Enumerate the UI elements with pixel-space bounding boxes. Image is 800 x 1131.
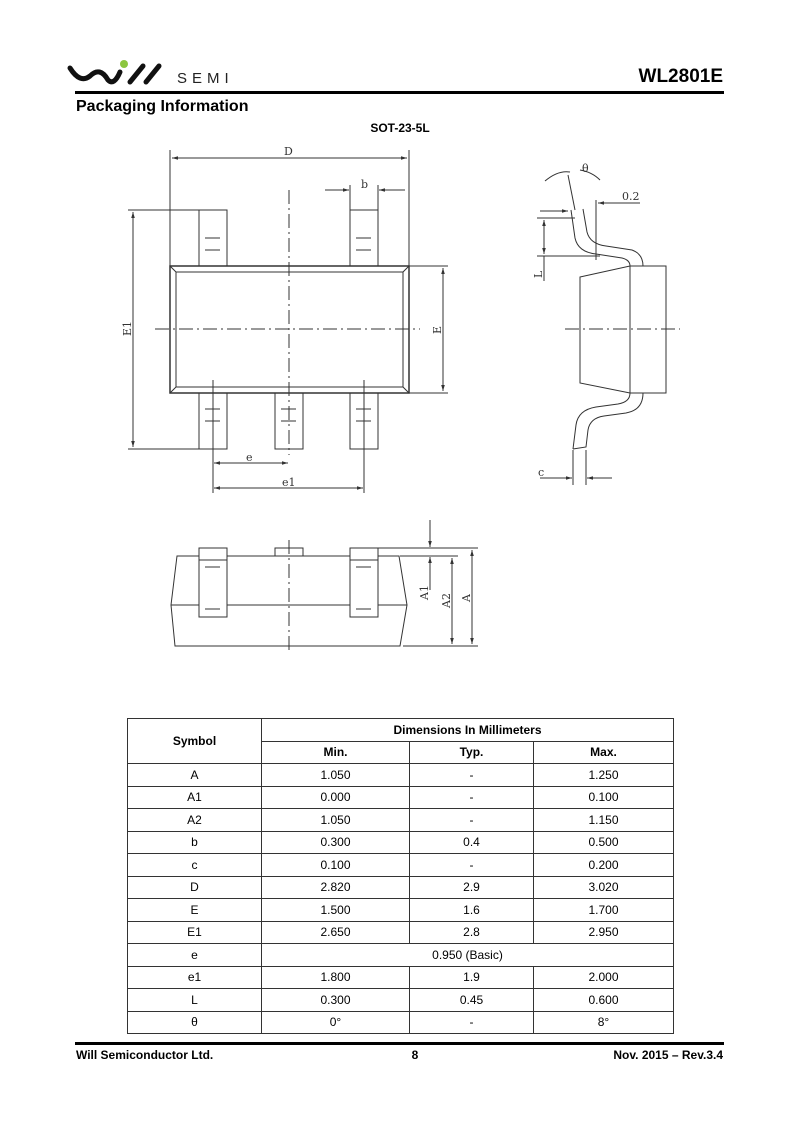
package-name: SOT-23-5L xyxy=(370,121,430,135)
cell-typ: - xyxy=(409,853,534,877)
footer-company: Will Semiconductor Ltd. xyxy=(76,1048,214,1062)
cell-min: 1.800 xyxy=(261,965,410,989)
label-A1: A1 xyxy=(418,585,431,601)
cell-symbol: A2 xyxy=(127,808,262,832)
label-e1: e1 xyxy=(282,476,296,489)
cell-symbol: θ xyxy=(127,1010,262,1034)
cell-typ: - xyxy=(409,763,534,787)
label-L: L xyxy=(532,270,545,278)
cell-symbol: E xyxy=(127,898,262,922)
top-view xyxy=(128,150,448,493)
label-E1: E1 xyxy=(121,321,134,336)
cell-min: 0° xyxy=(261,1010,410,1034)
cell-span: 0.950 (Basic) xyxy=(261,943,674,967)
cell-symbol: e xyxy=(127,943,262,967)
section-title: Packaging Information xyxy=(76,98,249,115)
label-A2: A2 xyxy=(440,593,453,609)
label-E: E xyxy=(431,326,444,334)
label-theta: θ xyxy=(582,162,589,175)
will-semi-logo: SEMI xyxy=(67,60,234,87)
label-D: D xyxy=(284,145,293,158)
cell-symbol: E1 xyxy=(127,920,262,944)
cell-min: 0.000 xyxy=(261,785,410,809)
cell-symbol: b xyxy=(127,830,262,854)
cell-max: 0.600 xyxy=(533,988,674,1012)
footer-rule xyxy=(75,1042,724,1045)
cell-typ: - xyxy=(409,785,534,809)
label-gauge: 0.2 xyxy=(622,190,640,203)
front-view xyxy=(170,520,478,652)
cell-symbol: L xyxy=(127,988,262,1012)
logo-text: SEMI xyxy=(177,70,234,87)
side-view xyxy=(537,169,680,485)
cell-symbol: A1 xyxy=(127,785,262,809)
footer-date-rev: Nov. 2015 – Rev.3.4 xyxy=(613,1048,723,1062)
label-c: c xyxy=(538,466,544,479)
cell-min: 1.050 xyxy=(261,763,410,787)
cell-min: 1.500 xyxy=(261,898,410,922)
cell-max: 0.500 xyxy=(533,830,674,854)
cell-typ: 2.9 xyxy=(409,875,534,899)
typ-header: Typ. xyxy=(409,740,534,764)
group-header: Dimensions In Millimeters xyxy=(261,718,674,742)
cell-max: 1.700 xyxy=(533,898,674,922)
label-b: b xyxy=(361,178,368,191)
cell-symbol: A xyxy=(127,763,262,787)
label-e: e xyxy=(246,451,253,464)
cell-typ: 0.4 xyxy=(409,830,534,854)
footer-page: 8 xyxy=(411,1048,419,1062)
cell-typ: 1.9 xyxy=(409,965,534,989)
cell-min: 0.300 xyxy=(261,988,410,1012)
cell-max: 1.250 xyxy=(533,763,674,787)
cell-min: 1.050 xyxy=(261,808,410,832)
cell-max: 0.200 xyxy=(533,853,674,877)
header-rule xyxy=(75,91,724,94)
cell-typ: 2.8 xyxy=(409,920,534,944)
cell-typ: - xyxy=(409,808,534,832)
dimensions-table: Symbol Dimensions In Millimeters Min. Ty… xyxy=(127,718,674,1034)
cell-max: 3.020 xyxy=(533,875,674,899)
cell-symbol: c xyxy=(127,853,262,877)
cell-max: 1.150 xyxy=(533,808,674,832)
symbol-header: Symbol xyxy=(127,718,262,764)
cell-min: 0.100 xyxy=(261,853,410,877)
cell-symbol: e1 xyxy=(127,965,262,989)
max-header: Max. xyxy=(533,740,674,764)
cell-typ: - xyxy=(409,1010,534,1034)
cell-min: 2.820 xyxy=(261,875,410,899)
part-number: WL2801E xyxy=(638,66,723,87)
cell-max: 2.950 xyxy=(533,920,674,944)
cell-min: 2.650 xyxy=(261,920,410,944)
cell-typ: 0.45 xyxy=(409,988,534,1012)
cell-max: 2.000 xyxy=(533,965,674,989)
cell-max: 8° xyxy=(533,1010,674,1034)
label-A: A xyxy=(460,593,473,603)
cell-symbol: D xyxy=(127,875,262,899)
cell-typ: 1.6 xyxy=(409,898,534,922)
cell-max: 0.100 xyxy=(533,785,674,809)
cell-min: 0.300 xyxy=(261,830,410,854)
min-header: Min. xyxy=(261,740,410,764)
